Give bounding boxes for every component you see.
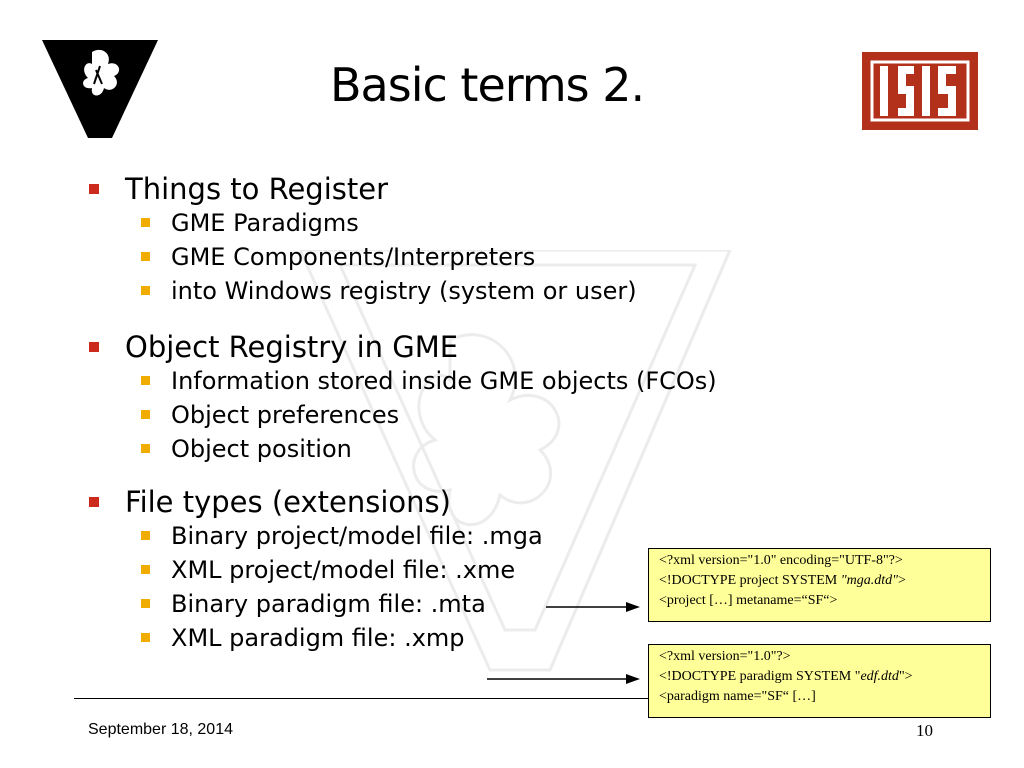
- watermark-v-logo: [300, 250, 732, 672]
- code-line: <project […] metaname=“SF“>: [659, 591, 990, 611]
- bullet-text: Object preferences: [171, 401, 400, 429]
- bullet-level2: XML paradigm file: .xmp: [88, 621, 788, 655]
- bullet-level2: Binary project/model file: .mga: [88, 519, 788, 553]
- bullet-text: XML paradigm file: .xmp: [171, 624, 465, 652]
- code-text: <?xml version="1.0"?>: [659, 649, 791, 664]
- code-line: <paradigm name="SF“ […]: [659, 687, 990, 707]
- square-bullet-icon: [141, 599, 150, 608]
- page-number: 10: [916, 721, 933, 740]
- square-bullet-icon: [141, 531, 150, 540]
- code-text: <project […] metaname=“SF“>: [659, 593, 838, 608]
- code-line: <?xml version="1.0" encoding="UTF-8"?>: [659, 551, 990, 571]
- code-text: ">: [898, 669, 913, 684]
- square-bullet-icon: [141, 565, 150, 574]
- xml-project-header-box: <?xml version="1.0" encoding="UTF-8"?> <…: [648, 548, 991, 622]
- square-bullet-icon: [141, 376, 150, 385]
- bullet-text: XML project/model file: .xme: [171, 556, 516, 584]
- square-bullet-icon: [141, 218, 150, 227]
- square-bullet-icon: [141, 286, 150, 295]
- footer-divider: [74, 698, 648, 699]
- square-bullet-icon: [141, 633, 150, 642]
- bullet-text: Binary project/model file: .mga: [171, 522, 543, 550]
- bullet-text: Object position: [171, 435, 352, 463]
- bullet-text: into Windows registry (system or user): [171, 277, 637, 305]
- bullet-level2: GME Components/Interpreters: [88, 240, 788, 274]
- bullet-text: Information stored inside GME objects (F…: [171, 367, 717, 395]
- code-text: <?xml version="1.0" encoding="UTF-8"?>: [659, 553, 903, 568]
- arrow-xme-to-project-box: [546, 602, 640, 612]
- square-bullet-icon: [89, 184, 99, 194]
- isis-logo-mark: [870, 60, 970, 122]
- code-text: <!DOCTYPE project SYSTEM: [659, 573, 841, 588]
- code-line: <?xml version="1.0"?>: [659, 647, 990, 667]
- xml-paradigm-header-box: <?xml version="1.0"?> <!DOCTYPE paradigm…: [648, 644, 991, 718]
- code-text-italic: "mga.dtd": [840, 573, 898, 588]
- bullet-level2: Object position: [88, 432, 788, 466]
- bullet-text: Things to Register: [125, 172, 388, 206]
- bullet-text: GME Components/Interpreters: [171, 243, 536, 271]
- bullet-level2: Binary paradigm file: .mta: [88, 587, 788, 621]
- bullet-level1: Things to Register: [88, 172, 788, 206]
- bullet-text: File types (extensions): [125, 485, 451, 519]
- code-text-italic: edf.dtd: [860, 669, 899, 684]
- square-bullet-icon: [141, 444, 150, 453]
- code-text: <paradigm name="SF“ […]: [659, 689, 816, 704]
- bullet-level2: Object preferences: [88, 398, 788, 432]
- arrow-xmp-to-paradigm-box: [487, 674, 640, 684]
- bullet-level2: into Windows registry (system or user): [88, 274, 788, 308]
- square-bullet-icon: [141, 410, 150, 419]
- bullet-text: Binary paradigm file: .mta: [171, 590, 486, 618]
- code-text: <!DOCTYPE paradigm SYSTEM ": [659, 669, 861, 684]
- bullet-level1: File types (extensions): [88, 485, 788, 519]
- bullet-text: GME Paradigms: [171, 209, 359, 237]
- bullet-level2: GME Paradigms: [88, 206, 788, 240]
- slide-title: Basic terms 2.: [330, 58, 645, 112]
- isis-logo: [862, 52, 978, 130]
- bullet-level2: XML project/model file: .xme: [88, 553, 788, 587]
- bullet-level1: Object Registry in GME: [88, 330, 788, 364]
- square-bullet-icon: [89, 342, 99, 352]
- footer-date: September 18, 2014: [88, 721, 233, 738]
- bullet-level2: Information stored inside GME objects (F…: [88, 364, 788, 398]
- vanderbilt-logo: [42, 40, 158, 138]
- square-bullet-icon: [141, 252, 150, 261]
- code-text: >: [898, 573, 906, 588]
- square-bullet-icon: [89, 497, 99, 507]
- bullet-text: Object Registry in GME: [125, 330, 459, 364]
- code-line: <!DOCTYPE project SYSTEM "mga.dtd">: [659, 571, 990, 591]
- code-line: <!DOCTYPE paradigm SYSTEM "edf.dtd">: [659, 667, 990, 687]
- bullet-list: Things to Register GME Paradigms GME Com…: [88, 172, 788, 655]
